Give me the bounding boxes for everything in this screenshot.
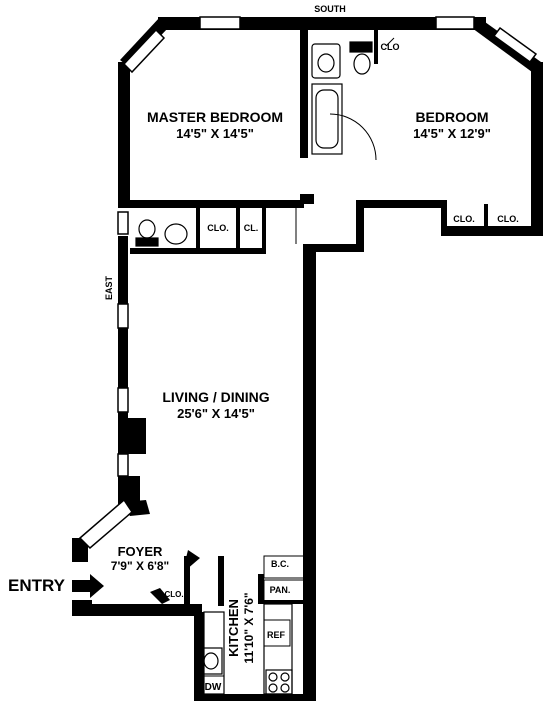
- entry-label: ENTRY: [8, 576, 66, 595]
- closet-bath-label: CLO: [381, 42, 400, 52]
- door-swings: [295, 37, 395, 244]
- compass-south: SOUTH: [314, 4, 346, 14]
- pantry-label: PAN.: [270, 585, 291, 595]
- kitchen-name: KITCHEN: [226, 599, 241, 657]
- bathroom-fixtures: [135, 41, 373, 695]
- kitchen-dims: 11'10" X 7'6": [242, 592, 256, 663]
- foyer-name: FOYER: [118, 544, 163, 559]
- closet-bedroom-2-label: CLO.: [497, 214, 519, 224]
- bedroom-name: BEDROOM: [415, 109, 488, 125]
- foyer-dims: 7'9" X 6'8": [111, 559, 169, 573]
- living-dining-dims: 25'6" X 14'5": [177, 406, 255, 421]
- master-bedroom-dims: 14'5" X 14'5": [176, 126, 254, 141]
- broom-closet-label: B.C.: [271, 559, 289, 569]
- fixture-outlines: [199, 555, 305, 695]
- closet-small-master-label: CL.: [244, 223, 259, 233]
- entry-arrow: [72, 574, 104, 598]
- windows: [78, 16, 538, 550]
- living-dining-name: LIVING / DINING: [162, 389, 269, 405]
- refrigerator-label: REF: [267, 630, 286, 640]
- walls: [72, 17, 543, 701]
- closet-master-label: CLO.: [207, 223, 229, 233]
- master-bedroom-name: MASTER BEDROOM: [147, 109, 283, 125]
- dishwasher-label: DW: [205, 682, 222, 693]
- closet-foyer-label: CLO.: [164, 590, 183, 599]
- closet-bedroom-1-label: CLO.: [453, 214, 475, 224]
- compass-east: EAST: [104, 276, 114, 301]
- bedroom-dims: 14'5" X 12'9": [413, 126, 491, 141]
